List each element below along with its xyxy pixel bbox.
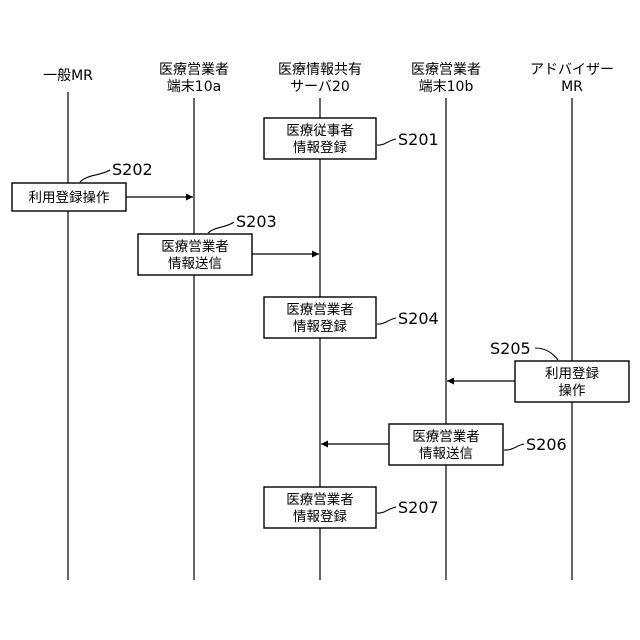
leader-line-s204 <box>377 318 396 324</box>
step-s202: S202 利用登録操作 <box>12 160 193 211</box>
leader-line-s206 <box>504 444 524 450</box>
lane-header-server-20-line1: 医療情報共有 <box>278 61 362 78</box>
lane-header-terminal-10a-line2: 端末10a <box>167 79 221 95</box>
box-text-s207-line1: 医療営業者 <box>286 491 354 508</box>
leader-line-s203 <box>208 222 234 233</box>
step-s207: 医療営業者 情報登録 S207 <box>264 487 439 528</box>
lane-header-terminal-10b-line2: 端末10b <box>419 79 474 95</box>
box-text-s205-line1: 利用登録 <box>545 366 599 382</box>
step-label-s203: S203 <box>236 212 277 231</box>
box-text-s204-line1: 医療営業者 <box>286 301 354 318</box>
step-label-s205: S205 <box>490 339 531 358</box>
box-text-s205-line2: 操作 <box>559 383 586 399</box>
leader-line-s205 <box>535 348 558 360</box>
box-text-s207-line2: 情報登録 <box>293 509 347 525</box>
step-s204: 医療営業者 情報登録 S204 <box>264 297 439 338</box>
box-text-s203-line1: 医療営業者 <box>161 238 229 255</box>
lane-header-terminal-10a-line1: 医療営業者 <box>159 61 229 78</box>
step-s206: 医療営業者 情報送信 S206 <box>321 424 567 465</box>
step-label-s207: S207 <box>398 498 439 517</box>
box-text-s202: 利用登録操作 <box>29 190 110 206</box>
box-text-s201-line1: 医療従事者 <box>286 122 354 139</box>
step-s203: S203 医療営業者 情報送信 <box>138 212 319 275</box>
lane-header-advisor-mr-line1: アドバイザー <box>530 62 614 78</box>
box-text-s206-line2: 情報送信 <box>419 446 473 462</box>
box-text-s206-line1: 医療営業者 <box>412 428 480 445</box>
step-s205: S205 利用登録 操作 <box>447 339 629 402</box>
lane-header-general-mr: 一般MR <box>43 68 93 84</box>
leader-line-s201 <box>377 139 396 145</box>
leader-line-s207 <box>377 507 396 513</box>
leader-line-s202 <box>80 170 110 182</box>
lane-header-advisor-mr-line2: MR <box>561 79 583 95</box>
step-label-s206: S206 <box>526 435 567 454</box>
step-label-s201: S201 <box>398 130 439 149</box>
lane-header-terminal-10b-line1: 医療営業者 <box>411 61 481 78</box>
step-label-s204: S204 <box>398 309 439 328</box>
box-text-s203-line2: 情報送信 <box>168 256 222 272</box>
step-label-s202: S202 <box>112 160 153 179</box>
box-text-s204-line2: 情報登録 <box>293 319 347 335</box>
step-s201: 医療従事者 情報登録 S201 <box>264 118 439 159</box>
lane-header-server-20-line2: サーバ20 <box>290 79 350 95</box>
box-text-s201-line2: 情報登録 <box>293 140 347 156</box>
